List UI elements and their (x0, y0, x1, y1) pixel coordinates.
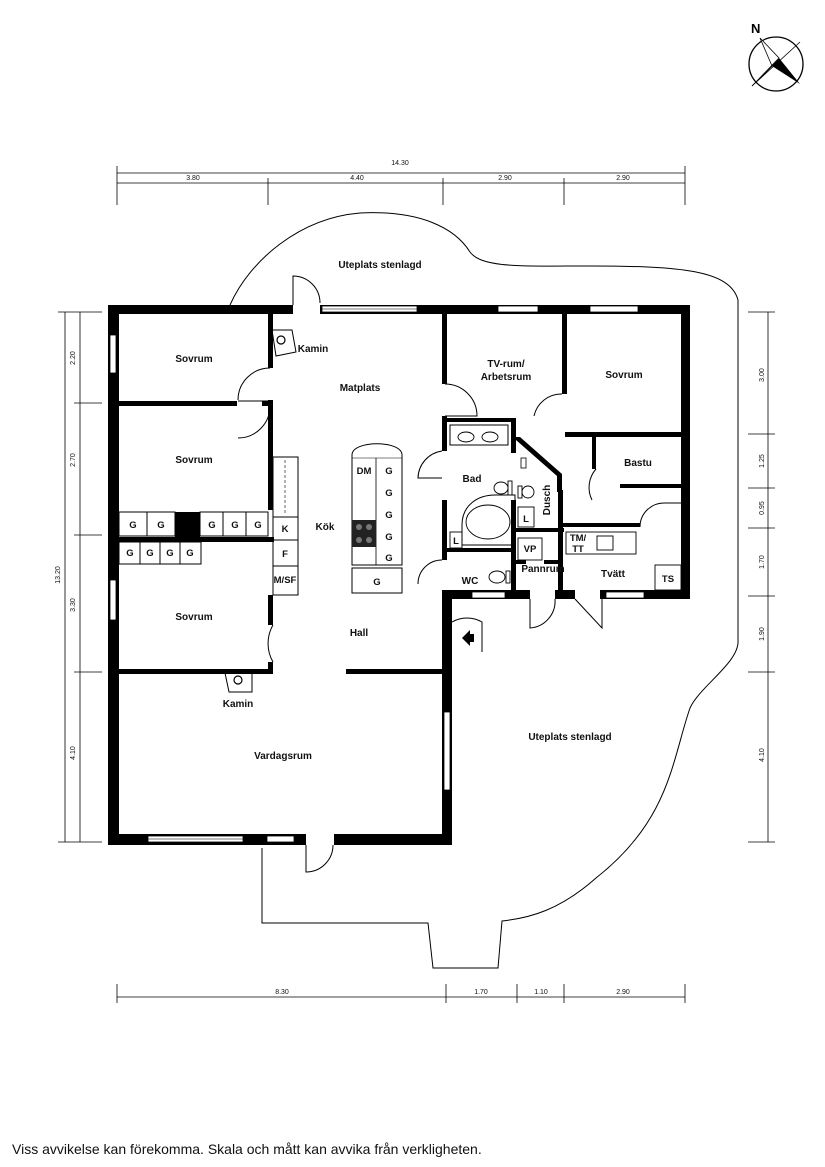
room-hall: Hall (350, 628, 369, 639)
sink-icon (481, 431, 499, 443)
dim-top-total: 14.30 (391, 160, 409, 167)
label-tm: TM/ (570, 533, 587, 544)
dim-right-5: 1.90 (759, 627, 766, 641)
wardrobe-g: G (186, 548, 193, 559)
dim-right-4: 1.70 (759, 555, 766, 569)
left-dimensions: 13.20 2.20 2.70 3.30 4.10 (55, 311, 102, 843)
top-dimensions: 14.30 3.80 4.40 2.90 2.90 (116, 160, 686, 205)
kamin-icon (224, 672, 253, 693)
top-terrace-label: Uteplats stenlagd (338, 260, 421, 271)
cabinet-g: G (385, 510, 392, 521)
wardrobe-g: G (126, 548, 133, 559)
terrace-outline (229, 212, 739, 969)
cabinet-g: G (385, 553, 392, 564)
room-labels: Sovrum Sovrum Sovrum Sovrum Kamin Kamin … (175, 344, 652, 762)
room-vardagsrum: Vardagsrum (254, 751, 312, 762)
wardrobe-g: G (129, 520, 136, 531)
label-l: L (453, 536, 459, 547)
room-sovrum: Sovrum (175, 455, 212, 466)
dim-top-2: 4.40 (350, 175, 364, 182)
room-dusch: Dusch (542, 485, 553, 516)
wardrobe-g: G (208, 520, 215, 531)
dim-bottom-2: 1.70 (474, 989, 488, 996)
label-kamin: Kamin (298, 344, 329, 355)
kitchen-units: K F M/SF DM G G G G G G (274, 466, 393, 588)
dishwasher-label: DM (357, 466, 372, 477)
label-kamin: Kamin (223, 699, 254, 710)
room-pannrum: Pannrum (521, 564, 564, 575)
wardrobe-g: G (166, 548, 173, 559)
label-vp: VP (524, 544, 537, 555)
cabinet-g: G (373, 577, 380, 588)
dim-top-1: 3.80 (186, 175, 200, 182)
dim-left-total: 13.20 (55, 566, 62, 584)
toilet-icon (493, 481, 509, 495)
windows (109, 305, 645, 843)
door-swings (237, 275, 681, 873)
dim-right-3: 0.95 (759, 501, 766, 515)
sink-icon (457, 431, 475, 443)
bathtub-icon (461, 494, 516, 546)
fireplaces (224, 329, 297, 693)
right-terrace-label: Uteplats stenlagd (528, 732, 611, 743)
room-wc: WC (462, 576, 479, 587)
room-sovrum: Sovrum (175, 612, 212, 623)
wardrobes: G G G G G G G G G (118, 511, 269, 565)
laundry-sink-icon (596, 535, 614, 551)
wardrobe-g: G (157, 520, 164, 531)
dim-bottom-4: 2.90 (616, 989, 630, 996)
toilet-icon (488, 570, 506, 584)
terraces: Uteplats stenlagd Uteplats stenlagd (229, 212, 739, 969)
dim-right-2: 1.25 (759, 454, 766, 468)
cabinet-g: G (385, 466, 392, 477)
fixture-labels: L L VP TM/ TT TS (453, 514, 674, 585)
kamin-icon (271, 329, 297, 357)
disclaimer-text: Viss avvikelse kan förekomma. Skala och … (12, 1141, 482, 1157)
room-sovrum: Sovrum (605, 370, 642, 381)
room-arbetsrum: Arbetsrum (481, 372, 532, 383)
wardrobe-g: G (146, 548, 153, 559)
bathroom-fixtures (449, 424, 682, 591)
right-dimensions: 3.00 1.25 0.95 1.70 1.90 4.10 (748, 311, 775, 843)
dim-left-1: 2.20 (70, 351, 77, 365)
wardrobe-g: G (254, 520, 261, 531)
freezer-label: F (282, 549, 288, 560)
compass-ring (748, 36, 804, 92)
dim-bottom-3: 1.10 (534, 989, 548, 996)
dim-right-1: 3.00 (759, 368, 766, 382)
dim-bottom-1: 8.30 (275, 989, 289, 996)
room-tv-rum: TV-rum/ (487, 359, 524, 370)
dim-left-4: 4.10 (70, 746, 77, 760)
toilet-icon (521, 485, 535, 499)
room-bad: Bad (463, 474, 482, 485)
label-l: L (523, 514, 529, 525)
entrance-arrow-icon (462, 630, 470, 646)
wardrobe-g: G (231, 520, 238, 531)
cabinet-g: G (385, 532, 392, 543)
dim-left-2: 2.70 (70, 453, 77, 467)
label-ts: TS (662, 574, 674, 585)
dim-top-3: 2.90 (498, 175, 512, 182)
fridge-label: K (282, 524, 289, 535)
dim-right-6: 4.10 (759, 748, 766, 762)
microwave-label: M/SF (274, 575, 297, 586)
compass: N (748, 21, 804, 92)
label-tt: TT (572, 544, 584, 555)
cabinet-g: G (385, 488, 392, 499)
room-matplats: Matplats (340, 383, 381, 394)
room-bastu: Bastu (624, 458, 652, 469)
bottom-dimensions: 8.30 1.70 1.10 2.90 (116, 984, 686, 1003)
room-kok: Kök (316, 522, 335, 533)
room-sovrum: Sovrum (175, 354, 212, 365)
dim-top-4: 2.90 (616, 175, 630, 182)
dim-left-3: 3.30 (70, 598, 77, 612)
room-tvatt: Tvätt (601, 569, 626, 580)
compass-north-label: N (751, 21, 760, 36)
